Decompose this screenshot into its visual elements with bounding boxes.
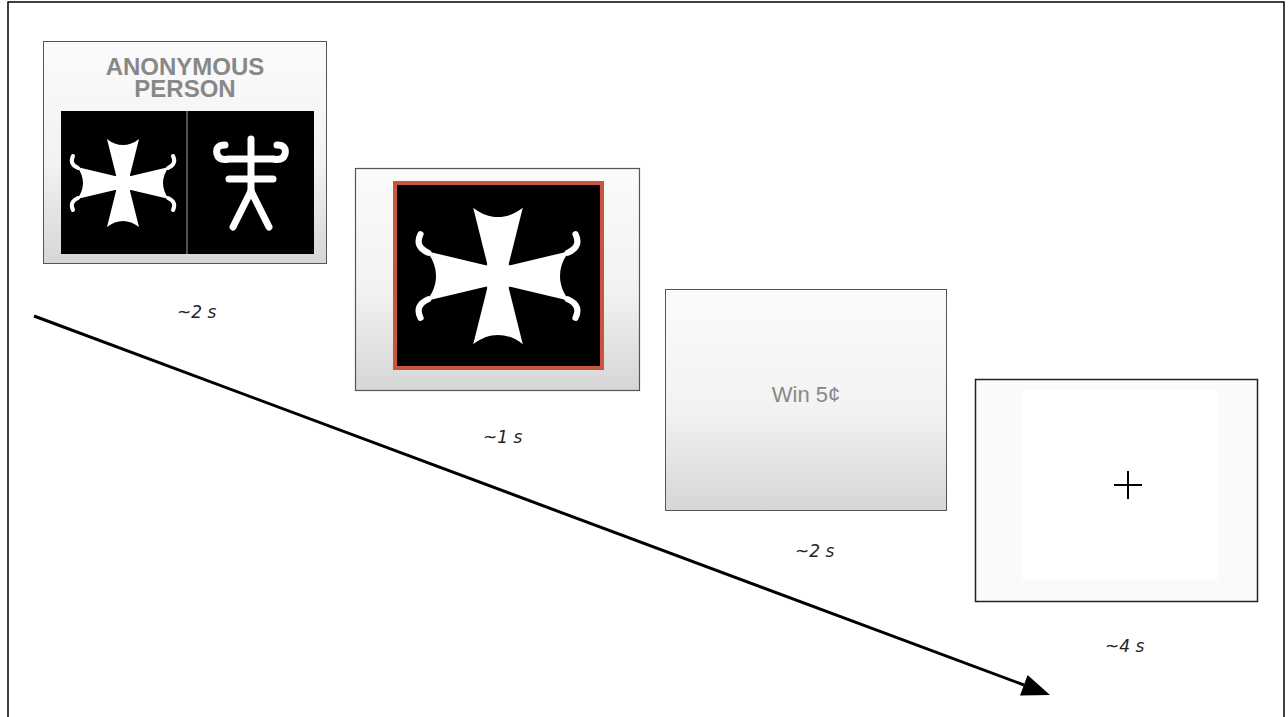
duration-label: ~1 s [483,427,522,447]
screen-frame [976,380,1258,602]
panel-divider [186,111,187,254]
duration-label: ~2 s [795,541,834,561]
choice-screen [356,169,640,391]
outer-frame [8,2,1284,717]
outcome-text: Win 5¢ [676,382,936,408]
fixation-screen [976,380,1258,602]
duration-label: ~2 s [177,302,216,322]
glyph-symbol [217,139,286,227]
screen-inner [1022,390,1218,580]
glyph-symbol [72,139,174,227]
outcome-screen: Win 5¢ [665,289,947,511]
glyph-symbol [419,208,578,344]
selected-panel [395,183,602,368]
partner-choice-screen: ANONYMOUS PERSON [43,41,327,264]
duration-label: ~4 s [1105,636,1144,656]
screen-heading: ANONYMOUS PERSON [52,56,318,100]
symbol-panel [61,111,314,254]
fixation-cross [1114,471,1142,499]
screen-frame [356,169,640,391]
